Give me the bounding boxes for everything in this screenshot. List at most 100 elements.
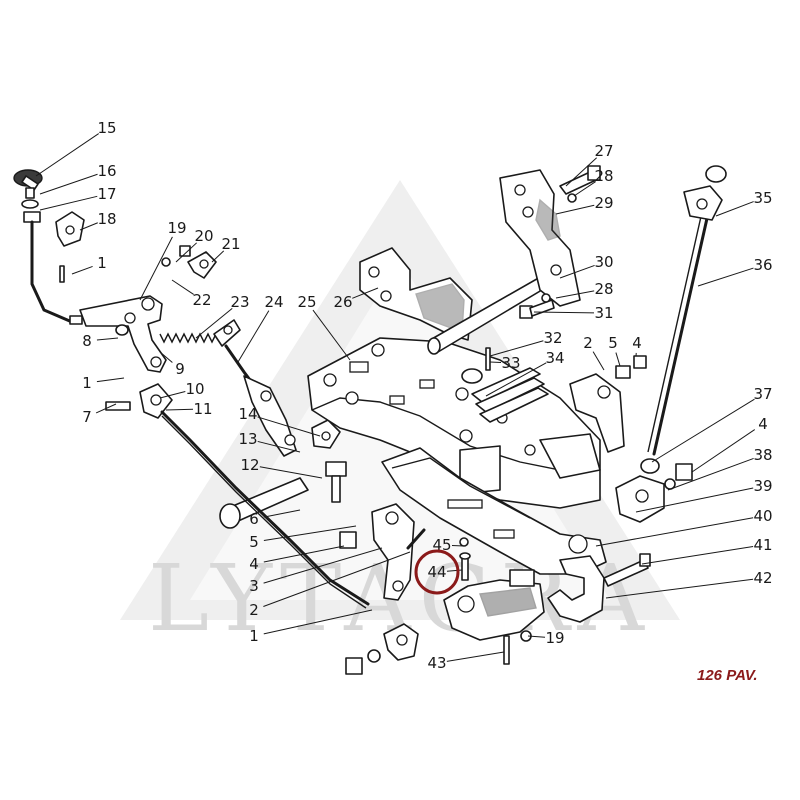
leader-line-c43	[446, 651, 505, 662]
callout-label-c45: 45	[432, 536, 451, 554]
callout-label-c32: 32	[543, 329, 562, 347]
leader-line-c27	[565, 157, 597, 187]
callout-c8: 8	[82, 332, 119, 350]
callout-c20: 20	[175, 227, 214, 263]
leader-line-c22	[171, 279, 194, 295]
pin-part	[59, 265, 65, 283]
leader-line-c24	[237, 310, 270, 363]
callout-label-c29: 29	[594, 194, 613, 212]
callout-label-c1a: 1	[97, 254, 107, 272]
callout-c12: 12	[240, 456, 323, 479]
callout-label-c33: 33	[501, 354, 520, 372]
callout-label-c6: 6	[249, 510, 259, 528]
leader-line-c17	[39, 195, 98, 211]
callout-c31: 31	[533, 304, 614, 322]
callout-label-c44: 44	[427, 563, 446, 581]
callout-c22: 22	[171, 279, 212, 309]
leader-line-c9	[159, 351, 173, 363]
callout-c14: 14	[238, 405, 321, 437]
right-upper-plate-part	[499, 169, 581, 307]
leader-line-c8	[96, 337, 119, 341]
callout-c36: 36	[697, 256, 773, 287]
leader-line-c11	[165, 408, 194, 411]
callout-c28b: 28	[555, 280, 614, 299]
callout-c4c: 4	[691, 415, 768, 473]
leader-line-c36	[697, 267, 754, 287]
callout-c34: 34	[485, 349, 565, 397]
leader-line-c41	[641, 546, 754, 565]
callout-label-c2a: 2	[249, 601, 259, 619]
callout-label-c8: 8	[82, 332, 92, 350]
lower-link-bracket-part	[339, 503, 426, 601]
callout-c45: 45	[432, 536, 465, 554]
leader-line-c35	[715, 201, 754, 217]
callout-c15: 15	[35, 119, 117, 177]
leader-line-c19a	[139, 236, 173, 301]
leader-line-c26	[352, 287, 379, 299]
callout-label-c21: 21	[221, 235, 240, 253]
callout-c32: 32	[489, 329, 563, 357]
callout-label-c35: 35	[753, 189, 772, 207]
callout-label-c36: 36	[753, 256, 772, 274]
callout-label-c25: 25	[297, 293, 316, 311]
callout-label-c19b: 19	[545, 629, 564, 647]
bolt-27-part	[559, 165, 601, 203]
callout-c5b: 5	[608, 334, 621, 367]
leader-line-c42	[605, 578, 754, 599]
callout-label-c22: 22	[192, 291, 211, 309]
callout-c5a: 5	[249, 525, 357, 551]
hitch-block-part	[443, 569, 545, 641]
leader-line-c21	[211, 250, 225, 263]
leader-line-c45	[451, 544, 465, 547]
callout-label-c23: 23	[230, 293, 249, 311]
leader-line-c44	[446, 569, 463, 572]
part-drawings	[13, 165, 727, 675]
callout-label-c18: 18	[97, 210, 116, 228]
leader-line-c34	[485, 362, 547, 397]
leader-line-c32	[489, 340, 544, 357]
callout-c41: 41	[641, 536, 773, 565]
leader-line-c33	[489, 361, 502, 364]
callout-c24: 24	[237, 293, 284, 363]
leader-line-c7	[95, 403, 117, 414]
leader-line-c1a	[71, 265, 93, 275]
leader-line-c16	[39, 173, 98, 195]
callout-label-c42: 42	[753, 569, 772, 587]
long-bolt-part	[603, 553, 651, 587]
callout-c38: 38	[667, 446, 773, 491]
callout-c40: 40	[595, 507, 773, 547]
callout-c44: 44	[427, 563, 463, 581]
callout-label-c9: 9	[175, 360, 185, 378]
callout-c26: 26	[333, 287, 379, 311]
right-bracket-part	[569, 355, 647, 453]
callout-c13: 13	[238, 430, 301, 453]
clip-part	[55, 211, 85, 247]
callout-label-c26: 26	[333, 293, 352, 311]
leader-line-c15	[35, 133, 99, 177]
clevis-part	[345, 623, 419, 675]
callout-c29: 29	[555, 194, 614, 215]
leader-line-c3	[263, 547, 383, 584]
callout-label-c20: 20	[194, 227, 213, 245]
callout-label-c24: 24	[264, 293, 283, 311]
spring-part	[159, 332, 221, 344]
callout-label-c28a: 28	[594, 167, 613, 185]
callout-c16: 16	[39, 162, 117, 195]
callout-label-c43: 43	[427, 654, 446, 672]
leader-line-c39	[635, 487, 754, 513]
leader-line-c30	[559, 264, 595, 279]
leader-line-c18	[79, 222, 98, 231]
callout-label-c10: 10	[185, 380, 204, 398]
yoke-part	[615, 463, 693, 523]
bell-crank-part	[79, 295, 167, 373]
callout-c17: 17	[39, 185, 117, 211]
leader-line-c25	[312, 309, 351, 361]
callout-label-c4b: 4	[632, 334, 642, 352]
bolt-12-part	[325, 461, 347, 503]
leader-line-c40	[595, 517, 754, 547]
callout-c28a: 28	[573, 167, 614, 197]
callout-label-c38: 38	[753, 446, 772, 464]
lift-rod-part	[640, 165, 727, 474]
